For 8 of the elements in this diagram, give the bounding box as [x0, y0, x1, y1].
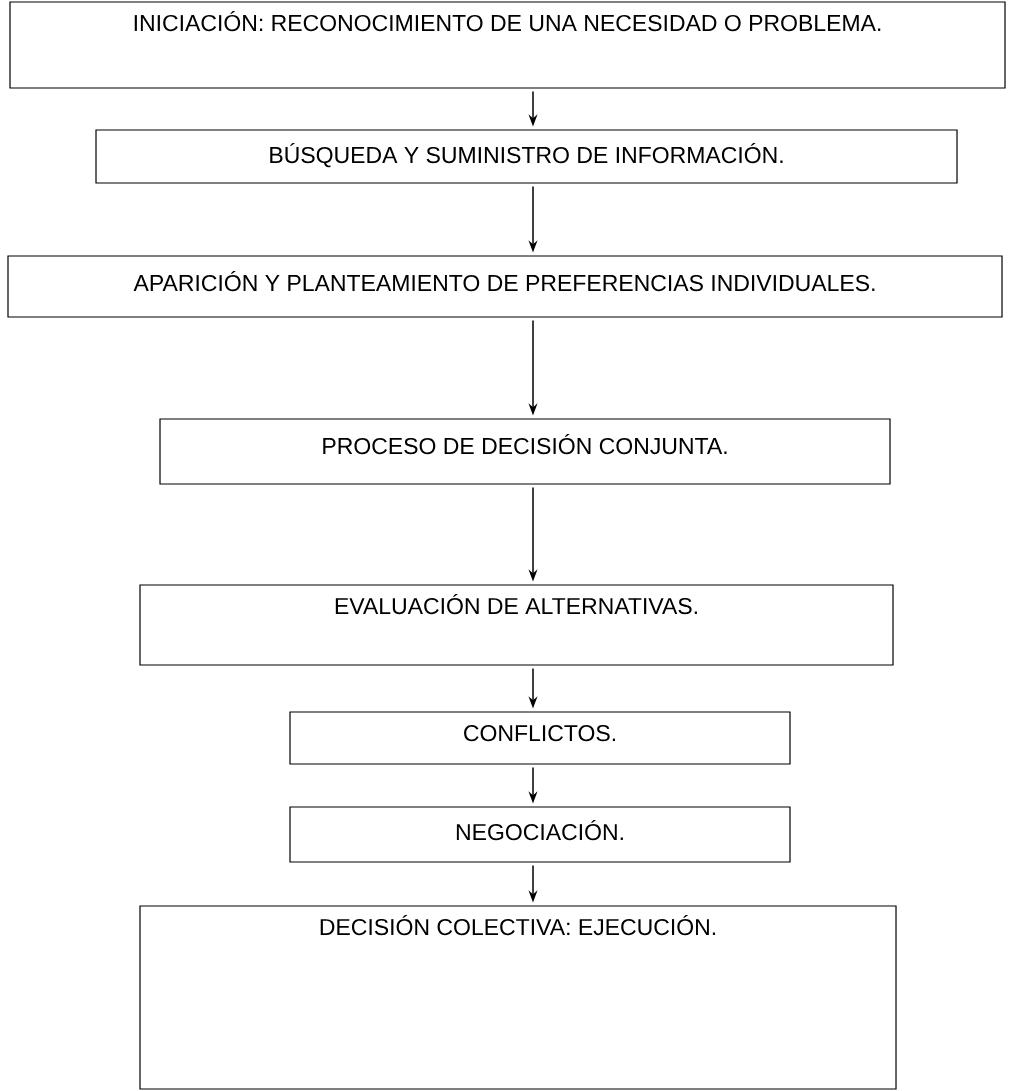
process-box: PROCESO DE DECISIÓN CONJUNTA. — [159, 418, 891, 485]
process-box: BÚSQUEDA Y SUMINISTRO DE INFORMACIÓN. — [95, 129, 958, 184]
process-box: INICIACIÓN: RECONOCIMIENTO DE UNA NECESIDAD O PROBLEMA. — [9, 1, 1006, 89]
process-box: APARICIÓN Y PLANTEAMIENTO DE PREFERENCIAS INDIVIDUALES. — [7, 255, 1003, 318]
process-box: CONFLICTOS. — [289, 711, 791, 765]
process-box: EVALUACIÓN DE ALTERNATIVAS. — [139, 584, 894, 666]
process-box: NEGOCIACIÓN. — [289, 806, 791, 863]
process-box: DECISIÓN COLECTIVA: EJECUCIÓN. — [139, 905, 897, 1090]
